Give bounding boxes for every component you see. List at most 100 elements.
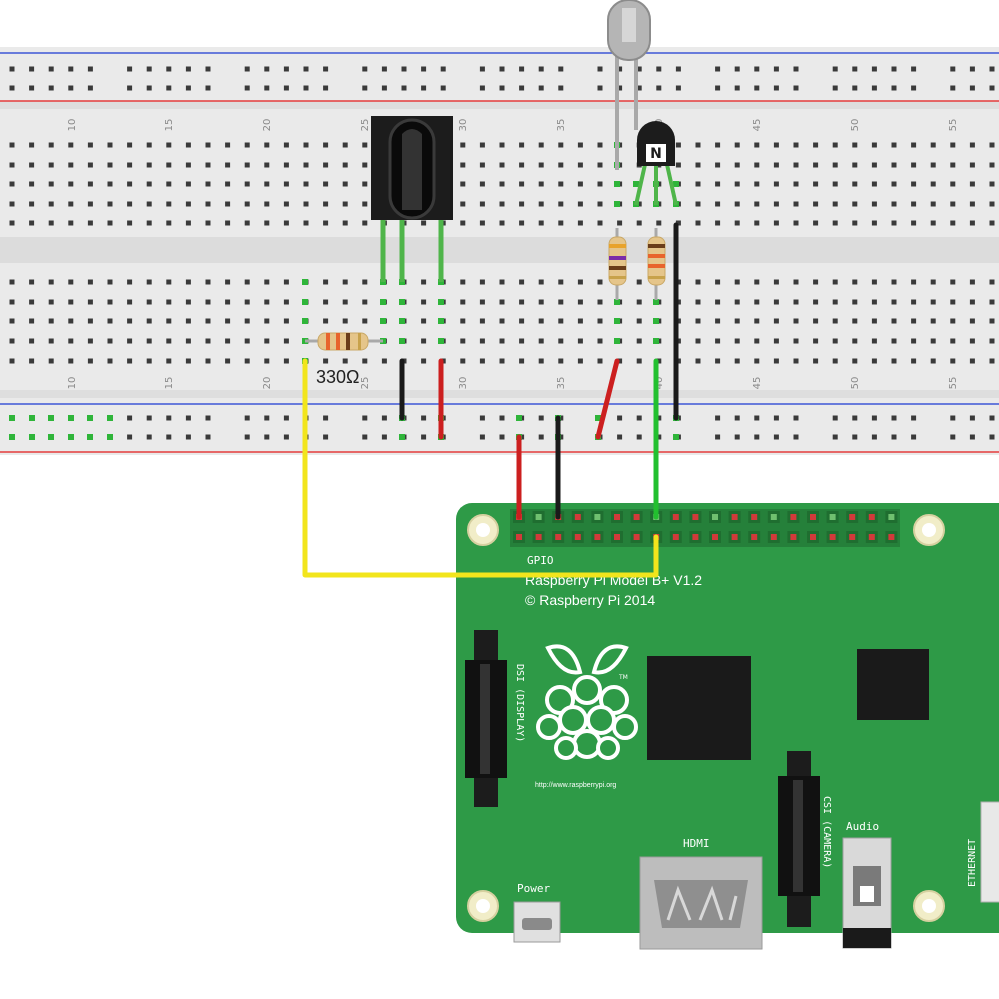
connected-hole (68, 415, 74, 421)
csi-connector: CSI (CAMERA) (778, 751, 832, 927)
breadboard-hole (479, 299, 485, 305)
rail-hole (499, 434, 505, 440)
breadboard-hole (225, 201, 231, 207)
breadboard-hole (283, 181, 289, 187)
rail-hole (754, 415, 760, 421)
breadboard-hole (225, 162, 231, 168)
breadboard-hole (715, 318, 721, 324)
breadboard-hole (754, 279, 760, 285)
breadboard-hole (969, 201, 975, 207)
breadboard-hole (969, 358, 975, 364)
breadboard-hole (734, 358, 740, 364)
wire-yellow-signal (302, 358, 659, 578)
breadboard-hole (695, 299, 701, 305)
breadboard-hole (597, 299, 603, 305)
column-number: 45 (752, 377, 763, 390)
connected-hole (380, 318, 386, 324)
breadboard-hole (9, 220, 15, 226)
breadboard-hole (989, 142, 995, 148)
rail-hole (911, 66, 917, 72)
breadboard-hole (852, 162, 858, 168)
breadboard-hole (989, 220, 995, 226)
gpio-pin (731, 514, 738, 520)
breadboard-hole (205, 279, 211, 285)
raspberry-pi-board: GPIO Raspberry Pi Model B+ V1.2 © Raspbe… (456, 503, 999, 950)
breadboard-hole (9, 201, 15, 207)
rail-hole (950, 85, 956, 91)
breadboard-hole (558, 162, 564, 168)
breadboard-hole (205, 201, 211, 207)
breadboard-hole (813, 181, 819, 187)
breadboard-hole (29, 220, 35, 226)
power-label: Power (517, 882, 550, 895)
connected-hole (107, 415, 113, 421)
breadboard-hole (127, 338, 133, 344)
column-number: 20 (262, 377, 273, 390)
breadboard-hole (538, 162, 544, 168)
rail-hole (244, 434, 250, 440)
rail-hole (852, 85, 858, 91)
connected-hole (107, 434, 113, 440)
resistor-330 (305, 332, 383, 351)
breadboard-hole (734, 299, 740, 305)
breadboard-hole (68, 220, 74, 226)
rail-hole (146, 85, 152, 91)
breadboard-hole (166, 318, 172, 324)
breadboard-hole (205, 338, 211, 344)
breadboard-hole (832, 201, 838, 207)
breadboard-hole (303, 220, 309, 226)
gpio-pin (535, 534, 542, 540)
column-number: 50 (850, 119, 861, 132)
rail-hole (675, 66, 681, 72)
usb-ethernet-chip (857, 649, 929, 720)
breadboard-hole (519, 181, 525, 187)
breadboard-hole (911, 142, 917, 148)
breadboard-hole (68, 279, 74, 285)
breadboard-hole (342, 142, 348, 148)
breadboard-hole (48, 279, 54, 285)
breadboard-hole (832, 181, 838, 187)
breadboard-hole (950, 220, 956, 226)
breadboard-hole (48, 318, 54, 324)
column-number: 15 (164, 119, 175, 132)
connected-hole (9, 415, 15, 421)
breadboard-hole (68, 358, 74, 364)
breadboard-hole (695, 279, 701, 285)
rail-hole (891, 85, 897, 91)
rail-hole (538, 66, 544, 72)
breadboard-hole (48, 299, 54, 305)
breadboard-hole (68, 338, 74, 344)
breadboard-hole (519, 201, 525, 207)
rail-hole (323, 434, 329, 440)
breadboard-hole (989, 181, 995, 187)
breadboard-hole (675, 220, 681, 226)
rail-hole (381, 85, 387, 91)
breadboard-hole (734, 279, 740, 285)
breadboard-hole (832, 358, 838, 364)
csi-label: CSI (CAMERA) (821, 796, 832, 868)
connected-hole (48, 415, 54, 421)
connected-hole (653, 299, 659, 305)
breadboard-hole (715, 338, 721, 344)
connected-hole (399, 299, 405, 305)
breadboard-hole (558, 279, 564, 285)
rail-hole (127, 66, 133, 72)
breadboard-hole (9, 142, 15, 148)
breadboard-hole (244, 181, 250, 187)
breadboard-hole (264, 358, 270, 364)
breadboard-hole (871, 201, 877, 207)
ethernet-port (980, 801, 999, 903)
breadboard-hole (852, 142, 858, 148)
rail-hole (773, 415, 779, 421)
breadboard-hole (499, 358, 505, 364)
rail-hole (29, 85, 35, 91)
breadboard-hole (675, 162, 681, 168)
breadboard-hole (225, 279, 231, 285)
breadboard-hole (715, 181, 721, 187)
rail-hole (205, 434, 211, 440)
gpio-pin (888, 534, 895, 540)
connected-hole (673, 181, 679, 187)
breadboard-hole (871, 338, 877, 344)
breadboard-hole (773, 181, 779, 187)
